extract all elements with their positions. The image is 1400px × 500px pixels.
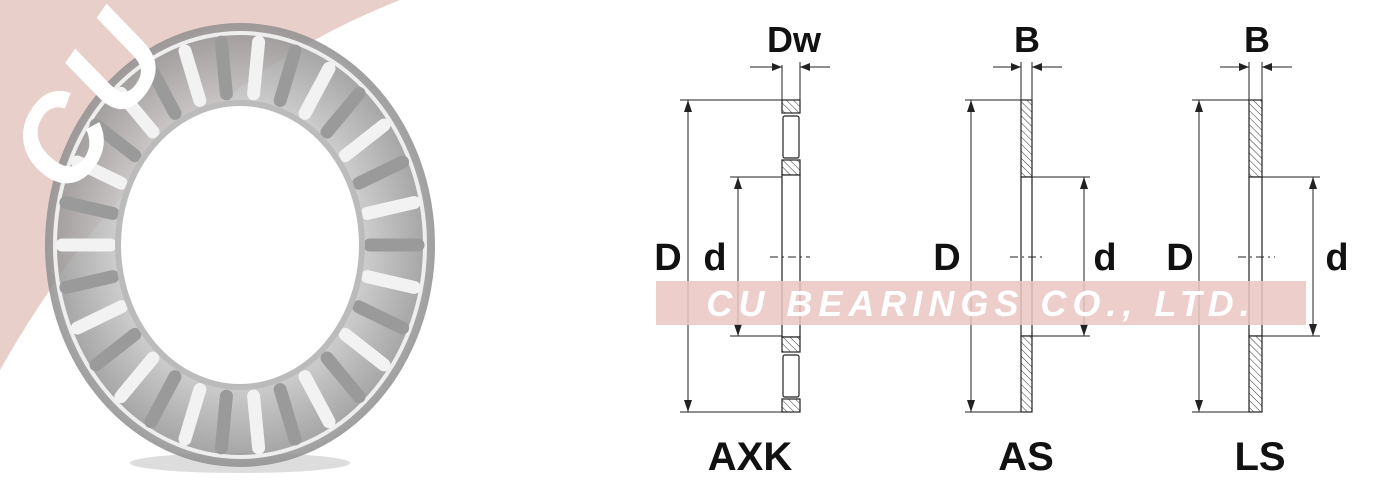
roller [298,370,336,429]
roller [352,300,410,335]
roller [70,155,128,190]
diagram-title: AS [998,435,1054,479]
roller [89,327,142,372]
thickness-label: B [1014,19,1040,60]
roller [360,196,421,220]
roller [144,370,182,429]
diagram-title: LS [1234,435,1285,479]
roller [214,35,233,101]
roller [273,44,302,107]
inner-diameter-label: d [1325,237,1348,279]
roller [214,389,233,455]
diagram-axk: Dw D d AXK [654,19,830,479]
bearing-illustration [45,23,435,473]
roller [320,351,366,404]
inner-diameter-label: d [703,237,726,279]
roller [114,351,160,404]
outer-diameter-label: D [1166,237,1193,279]
diagram-as: B D d AS [933,19,1116,479]
roller [273,383,302,446]
roller [59,196,120,220]
outer-diameter-label: D [933,237,960,279]
roller [70,300,128,335]
roller [338,327,391,372]
roller [298,61,336,120]
roller [114,86,160,139]
watermark-text: CU BEARINGS CO., LTD. [706,283,1255,324]
roller [338,118,391,163]
outer-diameter-label: D [654,237,681,279]
roller [144,61,182,120]
inner-diameter-label: d [1093,237,1116,279]
roller [320,86,366,139]
diagram-ls: B D d LS [1166,19,1348,479]
roller [247,389,266,455]
diagram-title: AXK [708,435,793,479]
thickness-label: B [1244,19,1270,60]
roller [178,44,207,107]
roller [89,118,142,163]
thickness-label: Dw [767,19,822,60]
watermark-band [656,281,1306,325]
roller [360,270,421,294]
roller [352,155,410,190]
roller [247,35,266,101]
roller [59,270,120,294]
roller [178,383,207,446]
